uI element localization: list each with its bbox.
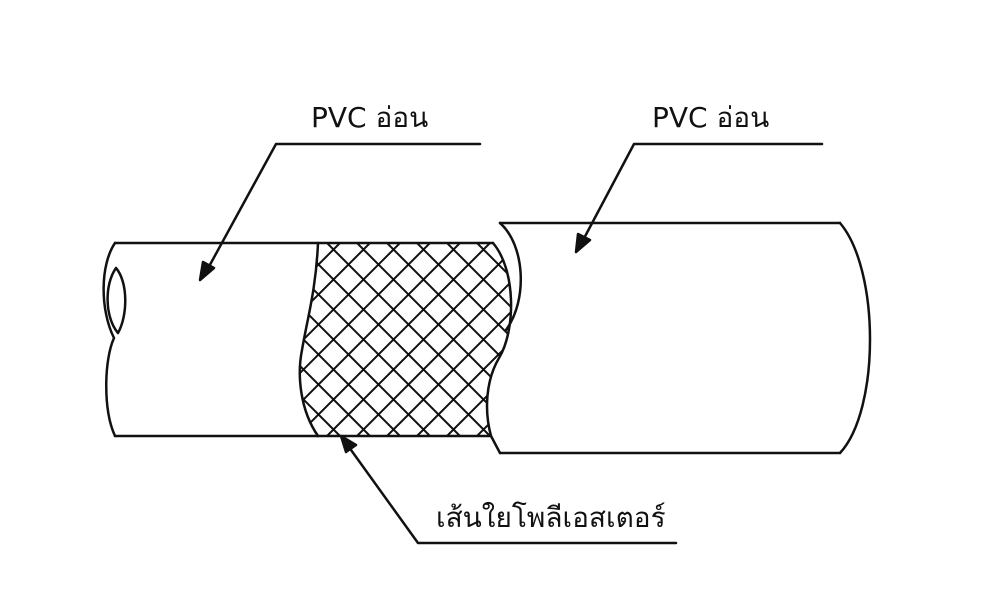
braid-strand bbox=[299, 243, 371, 436]
braid-strand bbox=[57, 243, 250, 436]
braid-strand bbox=[299, 243, 311, 436]
braid-strand bbox=[0, 243, 190, 436]
braid-strand bbox=[416, 243, 512, 436]
inner-tube bbox=[102, 241, 495, 438]
braid-strand bbox=[299, 243, 491, 436]
outer-cover-cut-edge bbox=[485, 241, 513, 455]
callout-outer bbox=[574, 142, 824, 254]
braid-strand bbox=[57, 243, 250, 436]
braid-strand bbox=[446, 243, 512, 436]
inner-tube-left-end bbox=[102, 241, 117, 438]
label-inner-pvc: PVC อ่อน bbox=[311, 101, 429, 134]
braid-strand bbox=[0, 243, 160, 436]
label-polyester-braid: เส้นใยโพลีเอสเตอร์ bbox=[436, 501, 666, 534]
braid-strand bbox=[506, 243, 512, 436]
braid-strand bbox=[0, 243, 100, 436]
braid-strand bbox=[87, 243, 280, 436]
label-outer-pvc: PVC อ่อน bbox=[652, 101, 770, 134]
braid-strand bbox=[0, 243, 100, 436]
braid-strand bbox=[299, 243, 461, 436]
braid-strand bbox=[386, 243, 512, 436]
braid-strand bbox=[446, 243, 512, 436]
outer-cover-cut-rim bbox=[498, 221, 522, 332]
braid-strand bbox=[27, 243, 220, 436]
braid-strand bbox=[416, 243, 512, 436]
leader-inner-line bbox=[204, 142, 482, 274]
braid-strand bbox=[299, 243, 311, 436]
braid-strand bbox=[506, 243, 512, 436]
braid-strand bbox=[0, 243, 160, 436]
braid-strand bbox=[299, 243, 431, 436]
braid-strand bbox=[0, 243, 190, 436]
braid-strand bbox=[87, 243, 280, 436]
outer-cover bbox=[485, 221, 872, 455]
leader-braid-arrowhead bbox=[339, 434, 358, 454]
braid-strand bbox=[0, 243, 130, 436]
inner-tube-opening bbox=[106, 266, 127, 335]
braid-strand bbox=[299, 243, 371, 436]
braid-left-edge bbox=[298, 241, 320, 438]
braid-strand bbox=[356, 243, 512, 436]
callout-braid bbox=[339, 434, 678, 545]
braid-strand bbox=[27, 243, 220, 436]
braid-strand bbox=[0, 243, 130, 436]
callout-inner bbox=[198, 142, 482, 282]
braid-strand bbox=[299, 243, 341, 436]
leader-outer-arrowhead bbox=[574, 232, 592, 254]
leader-outer-line bbox=[579, 142, 824, 246]
leader-braid-line bbox=[344, 441, 678, 545]
leader-inner-arrowhead bbox=[198, 260, 216, 282]
outer-cover-right-end bbox=[838, 221, 872, 455]
